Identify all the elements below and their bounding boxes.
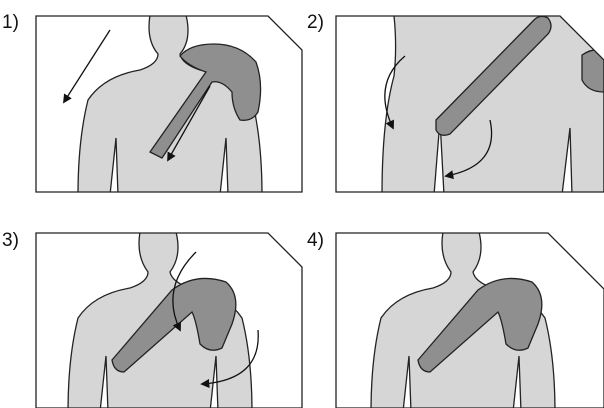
panel-1: 1) xyxy=(2,10,302,195)
step-number: 2) xyxy=(307,12,324,33)
step-number: 4) xyxy=(307,230,324,251)
step-number: 1) xyxy=(2,12,19,33)
panel-3: 3) xyxy=(2,227,302,408)
panel-2: 2) xyxy=(307,0,604,195)
body-figure xyxy=(382,0,604,195)
panel-4: 4) xyxy=(307,227,604,408)
step-number: 3) xyxy=(2,230,19,251)
